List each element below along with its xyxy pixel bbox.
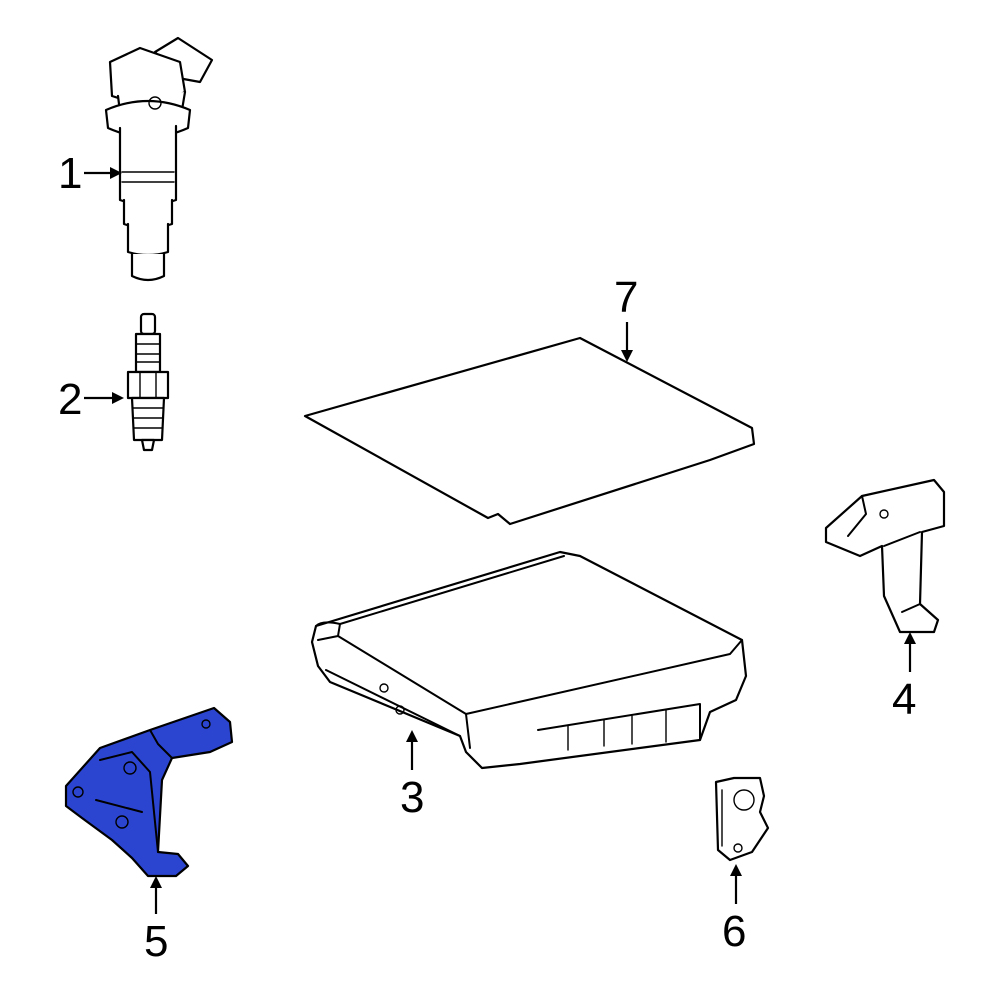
callout-4[interactable]: 4	[892, 675, 917, 724]
part-2-spark-plug[interactable]	[126, 312, 170, 452]
leader-arrow-4	[904, 632, 916, 672]
leader-arrow-3	[406, 730, 418, 770]
part-7-cover-plate[interactable]	[303, 336, 756, 526]
part-1-ignition-coil[interactable]	[104, 36, 214, 282]
part-6-clip[interactable]	[714, 776, 770, 862]
callout-5[interactable]: 5	[144, 917, 169, 966]
callout-1[interactable]: 1	[58, 149, 83, 198]
leader-arrow-2	[84, 392, 124, 404]
callout-6[interactable]: 6	[722, 907, 747, 956]
leader-arrow-7	[621, 322, 633, 362]
leader-arrow-5	[150, 876, 162, 914]
callout-2[interactable]: 2	[58, 375, 83, 424]
part-5-bracket-highlighted[interactable]	[64, 706, 234, 878]
leader-arrow-6	[730, 864, 742, 904]
callout-7[interactable]: 7	[614, 273, 639, 322]
part-3-control-module[interactable]	[310, 550, 748, 770]
leader-arrow-1	[84, 167, 122, 179]
part-4-bracket[interactable]	[824, 478, 946, 634]
callout-3[interactable]: 3	[400, 773, 425, 822]
